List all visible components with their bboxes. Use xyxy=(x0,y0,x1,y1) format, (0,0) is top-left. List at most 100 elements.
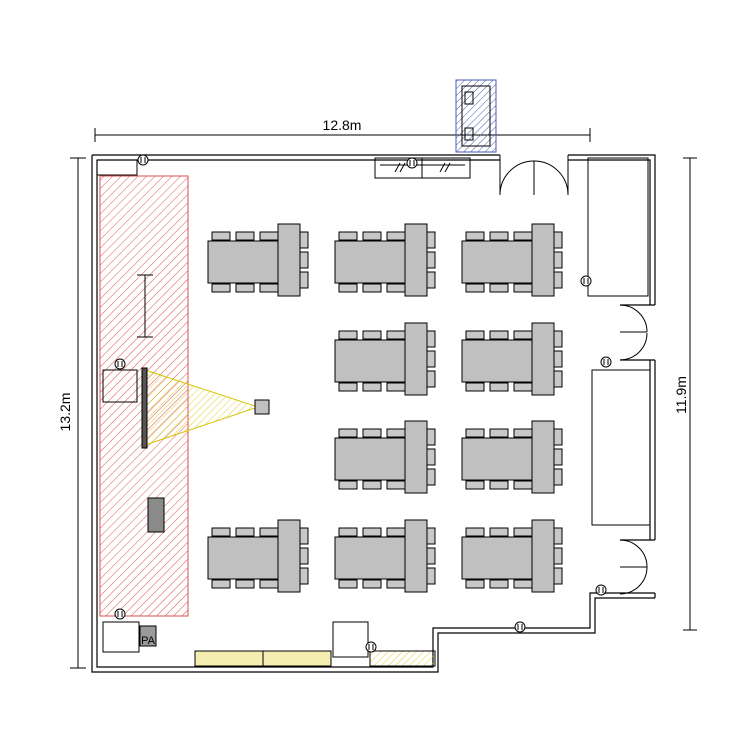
chair xyxy=(489,283,509,293)
double-door-right-lower xyxy=(619,539,648,595)
table-long xyxy=(207,536,281,580)
room-walls xyxy=(91,154,656,673)
chair xyxy=(489,480,509,490)
chair xyxy=(426,330,436,348)
chair xyxy=(465,579,485,589)
chair xyxy=(235,231,255,241)
double-door-right-upper xyxy=(619,304,648,361)
chair xyxy=(513,579,533,589)
projection-screen xyxy=(141,367,148,449)
chair xyxy=(553,567,563,585)
outlet-icon xyxy=(114,608,126,620)
table-end xyxy=(404,420,428,494)
table-end xyxy=(404,322,428,396)
chair xyxy=(259,231,279,241)
chair xyxy=(362,330,382,340)
table-group xyxy=(334,322,436,396)
outlets xyxy=(114,154,612,653)
chair xyxy=(489,527,509,537)
chair xyxy=(362,231,382,241)
outlet-icon xyxy=(600,356,612,368)
bottom-desks xyxy=(194,650,436,667)
chair xyxy=(489,579,509,589)
right-height-label: 11.9m xyxy=(673,376,689,414)
chair xyxy=(259,527,279,537)
table-long xyxy=(461,240,535,284)
table-end xyxy=(531,322,555,396)
chair xyxy=(426,448,436,466)
table-end xyxy=(531,223,555,297)
chair xyxy=(426,370,436,388)
chair xyxy=(338,480,358,490)
chair xyxy=(338,527,358,537)
chair xyxy=(211,579,231,589)
blue-storage xyxy=(455,79,497,153)
dimension-left: 13.2m xyxy=(57,157,86,669)
chair xyxy=(299,547,309,565)
chair xyxy=(386,283,406,293)
chair xyxy=(553,350,563,368)
chair xyxy=(553,547,563,565)
chair xyxy=(553,428,563,446)
chair xyxy=(362,579,382,589)
chair xyxy=(338,579,358,589)
outlet-icon xyxy=(114,358,126,370)
chair xyxy=(465,527,485,537)
chair xyxy=(553,231,563,249)
chair xyxy=(426,547,436,565)
table-group xyxy=(207,223,309,297)
chair xyxy=(553,527,563,545)
chair xyxy=(426,271,436,289)
chair xyxy=(426,428,436,446)
chair xyxy=(338,428,358,438)
table-groups xyxy=(207,223,563,593)
chair xyxy=(426,567,436,585)
dimension-right: 11.9m xyxy=(673,157,697,631)
chair xyxy=(426,231,436,249)
podium xyxy=(147,497,165,533)
outlet-icon xyxy=(514,621,526,633)
table-end xyxy=(404,223,428,297)
chair xyxy=(299,251,309,269)
chair xyxy=(362,527,382,537)
partition-upper-right xyxy=(587,157,649,297)
chair xyxy=(513,231,533,241)
table-group xyxy=(207,519,309,593)
outlet-icon xyxy=(580,275,592,287)
chair xyxy=(386,579,406,589)
chair xyxy=(489,231,509,241)
bottom-cabinet xyxy=(332,621,369,658)
double-door-top xyxy=(499,160,569,196)
table-long xyxy=(334,536,408,580)
outlet-icon xyxy=(137,154,149,166)
chair xyxy=(489,382,509,392)
table-end xyxy=(531,519,555,593)
corner-box-top xyxy=(96,159,138,176)
dimension-top: 12.8m xyxy=(94,117,591,142)
chair xyxy=(465,382,485,392)
table-long xyxy=(334,339,408,383)
chair xyxy=(362,480,382,490)
chair xyxy=(489,428,509,438)
chair xyxy=(426,251,436,269)
chair xyxy=(235,527,255,537)
chair xyxy=(426,350,436,368)
table-group xyxy=(334,223,436,297)
chair xyxy=(211,231,231,241)
chair xyxy=(513,527,533,537)
chair xyxy=(386,527,406,537)
outlet-icon xyxy=(406,157,418,169)
chair xyxy=(338,283,358,293)
table-end xyxy=(277,519,301,593)
table-end xyxy=(531,420,555,494)
chair xyxy=(553,251,563,269)
projection-beam xyxy=(144,369,260,446)
table-long xyxy=(334,240,408,284)
chair xyxy=(553,370,563,388)
screen-stand xyxy=(137,274,153,338)
outlet-icon xyxy=(595,584,607,596)
chair xyxy=(465,231,485,241)
chair xyxy=(426,468,436,486)
chair xyxy=(465,330,485,340)
